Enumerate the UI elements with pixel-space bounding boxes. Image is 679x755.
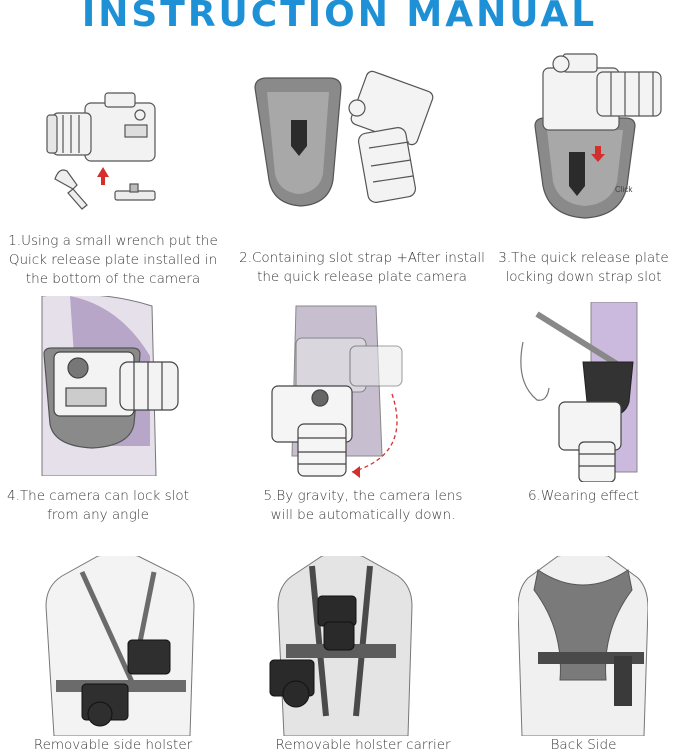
step-4-caption: 4.The camera can lock slot from any angl… <box>7 488 189 523</box>
slot-icon <box>569 152 585 196</box>
camera-icon <box>46 92 156 162</box>
step-5-caption: 5.By gravity, the camera lens will be au… <box>263 488 463 523</box>
step-5-illustration <box>262 302 422 482</box>
wrench-icon <box>54 169 88 210</box>
step-1-illustration <box>45 85 175 215</box>
camera-icon <box>81 639 171 727</box>
camera-icon <box>269 595 357 708</box>
camera-with-lens-icon <box>53 351 179 417</box>
step-1-caption: 1.Using a small wrench put the Quick rel… <box>8 233 218 287</box>
holster-carrier-illustration <box>266 556 416 736</box>
gallery-caption-1: Removable side holster <box>33 737 193 753</box>
step-2-caption: 2.Containing slot strap +After install t… <box>239 250 485 285</box>
step-3-illustration <box>525 48 665 228</box>
arrow-up-icon <box>97 167 109 185</box>
slot-icon <box>291 120 307 156</box>
camera-with-lens-icon <box>271 385 353 477</box>
step-4-illustration <box>30 296 190 476</box>
camera-icon <box>542 53 662 131</box>
gallery-caption-3: Back Side <box>550 737 617 753</box>
back-side-illustration <box>518 556 648 736</box>
page-title: INSTRUCTION MANUAL <box>81 0 598 35</box>
camera-with-lens-icon <box>558 401 622 482</box>
step-3-caption: 3.The quick release plate locking down s… <box>498 250 669 285</box>
side-holster-illustration <box>38 556 198 736</box>
step-6-illustration <box>517 302 647 482</box>
click-annotation: Click <box>615 185 633 194</box>
quick-release-plate-icon <box>114 183 156 201</box>
gallery-caption-2: Removable holster carrier <box>275 737 451 753</box>
rotation-arrow-icon <box>351 393 398 473</box>
step-6-caption: 6.Wearing effect <box>528 488 639 504</box>
step-2-illustration <box>245 68 445 228</box>
camera-with-lens-icon <box>348 70 434 203</box>
arrow-down-icon <box>591 146 605 162</box>
